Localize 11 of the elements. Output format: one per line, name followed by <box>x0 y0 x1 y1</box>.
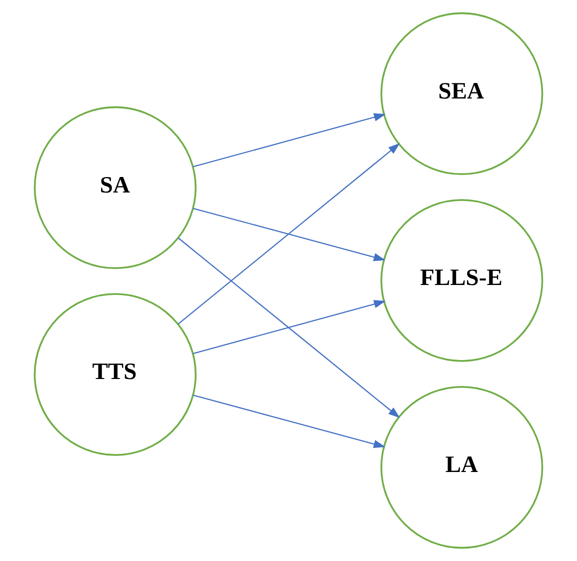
arrow <box>193 113 386 168</box>
arrow <box>178 143 400 324</box>
node-circle: FLLS-E <box>380 199 544 362</box>
node-circle: LA <box>380 386 544 549</box>
arrow <box>193 300 386 354</box>
arrow <box>193 394 386 448</box>
node-circle: SEA <box>380 12 544 176</box>
arrow <box>178 238 400 418</box>
node-circle: SA <box>34 106 197 270</box>
node-circle: TTS <box>34 293 197 456</box>
arrow <box>193 208 386 262</box>
